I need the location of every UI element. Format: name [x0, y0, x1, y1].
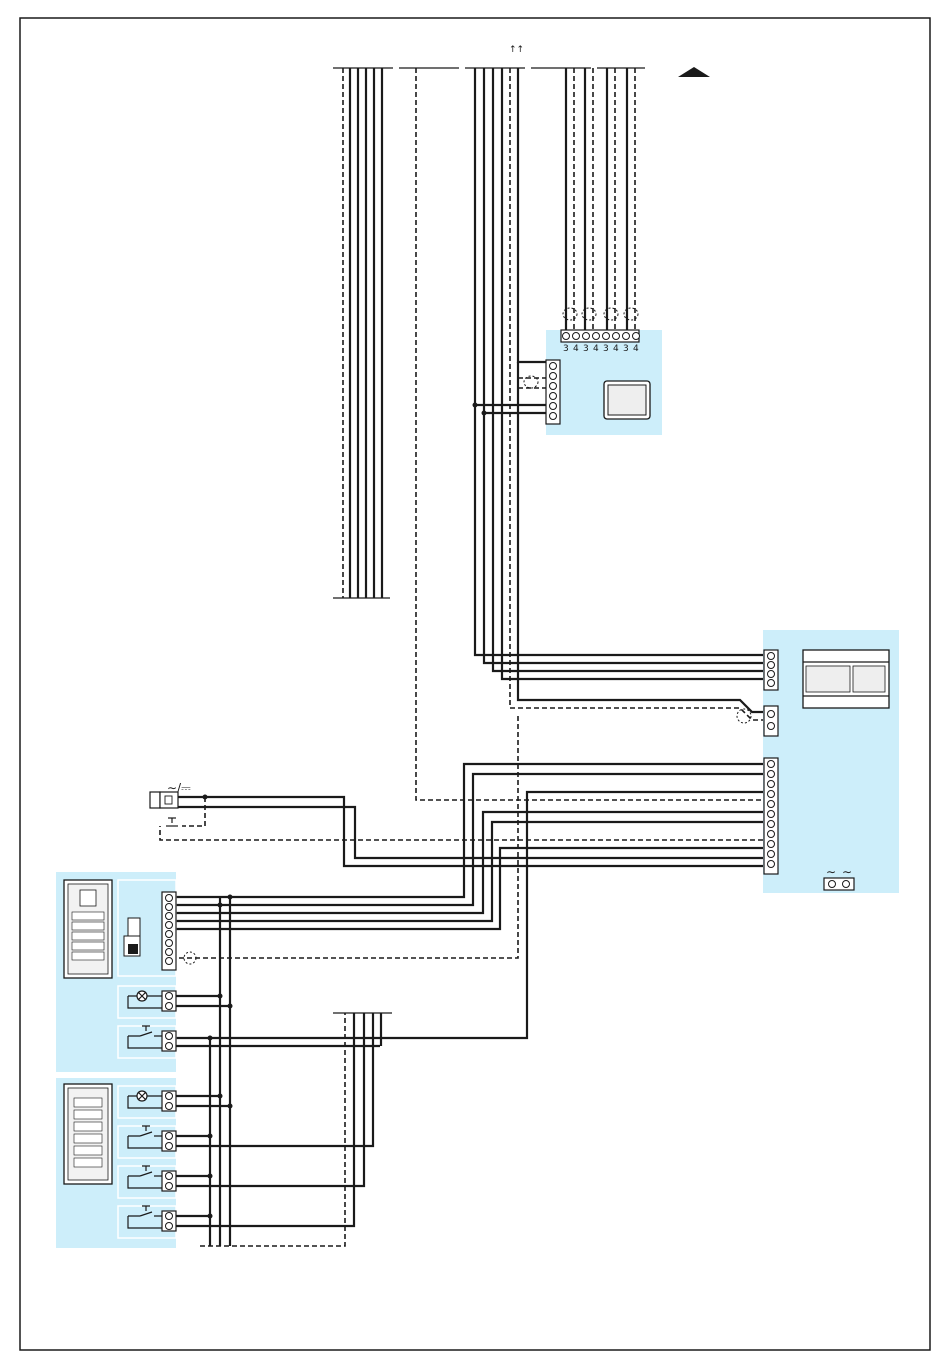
screw: [166, 1213, 173, 1220]
junction-dot: [482, 411, 487, 416]
svg-text:4: 4: [593, 344, 599, 354]
screw: [166, 1173, 173, 1180]
ac-symbol-left: ∼: [826, 865, 836, 879]
door-lock-icon: [150, 792, 178, 808]
button-panel-icon: [64, 1084, 112, 1184]
screw: [166, 1183, 173, 1190]
svg-text:4: 4: [573, 344, 579, 354]
screw: [166, 1103, 173, 1110]
screw: [843, 881, 850, 888]
screw: [166, 1003, 173, 1010]
lock-button-wire: [182, 797, 205, 826]
panel-wire-1: [176, 764, 763, 897]
svg-text:3: 3: [623, 344, 629, 354]
junction-dot: [218, 903, 223, 908]
screw: [166, 1043, 173, 1050]
power-supply-unit-icon: [803, 650, 889, 708]
panel-wire-3: [176, 792, 763, 1038]
svg-text:4: 4: [613, 344, 619, 354]
psu-bottom-screws: [768, 761, 775, 868]
junction-dot: [228, 1104, 233, 1109]
screw: [166, 1143, 173, 1150]
junction-dot: [208, 1214, 213, 1219]
junction-dot: [208, 1134, 213, 1139]
svg-text:3: 3: [563, 344, 569, 354]
entrance-panel-icon: [64, 880, 112, 978]
ac-symbol-right: ∼: [842, 865, 852, 879]
junction-dot: [208, 1036, 213, 1041]
screw: [768, 723, 775, 730]
screw: [829, 881, 836, 888]
panel-wire-dashed: [160, 826, 763, 840]
up-arrow-icon: [678, 67, 710, 77]
screw: [166, 1033, 173, 1040]
push-button-icon: [166, 818, 178, 826]
panel-wire-5: [176, 822, 763, 921]
svg-text:3: 3: [603, 344, 609, 354]
secondary-riser-wire: [176, 1013, 373, 1146]
screw: [166, 1133, 173, 1140]
junction-dot: [228, 895, 233, 900]
monitor-feed-wire: [518, 68, 546, 362]
power-wire-b: [176, 807, 763, 858]
bottom-dashed-return: [200, 1013, 345, 1246]
svg-text:4: 4: [633, 344, 639, 354]
screw: [768, 711, 775, 718]
screw: [166, 1093, 173, 1100]
riser-top-marker: ↑↑: [509, 45, 524, 55]
svg-text:3: 3: [583, 344, 589, 354]
junction-dot: [218, 1094, 223, 1099]
screw: [166, 1223, 173, 1230]
junction-dot: [228, 1004, 233, 1009]
junction-dot: [218, 994, 223, 999]
screw: [166, 993, 173, 1000]
monitor-shield-wires: [518, 378, 546, 388]
panel-wire-6: [176, 848, 763, 929]
junction-dot: [473, 403, 478, 408]
junction-dot: [208, 1174, 213, 1179]
